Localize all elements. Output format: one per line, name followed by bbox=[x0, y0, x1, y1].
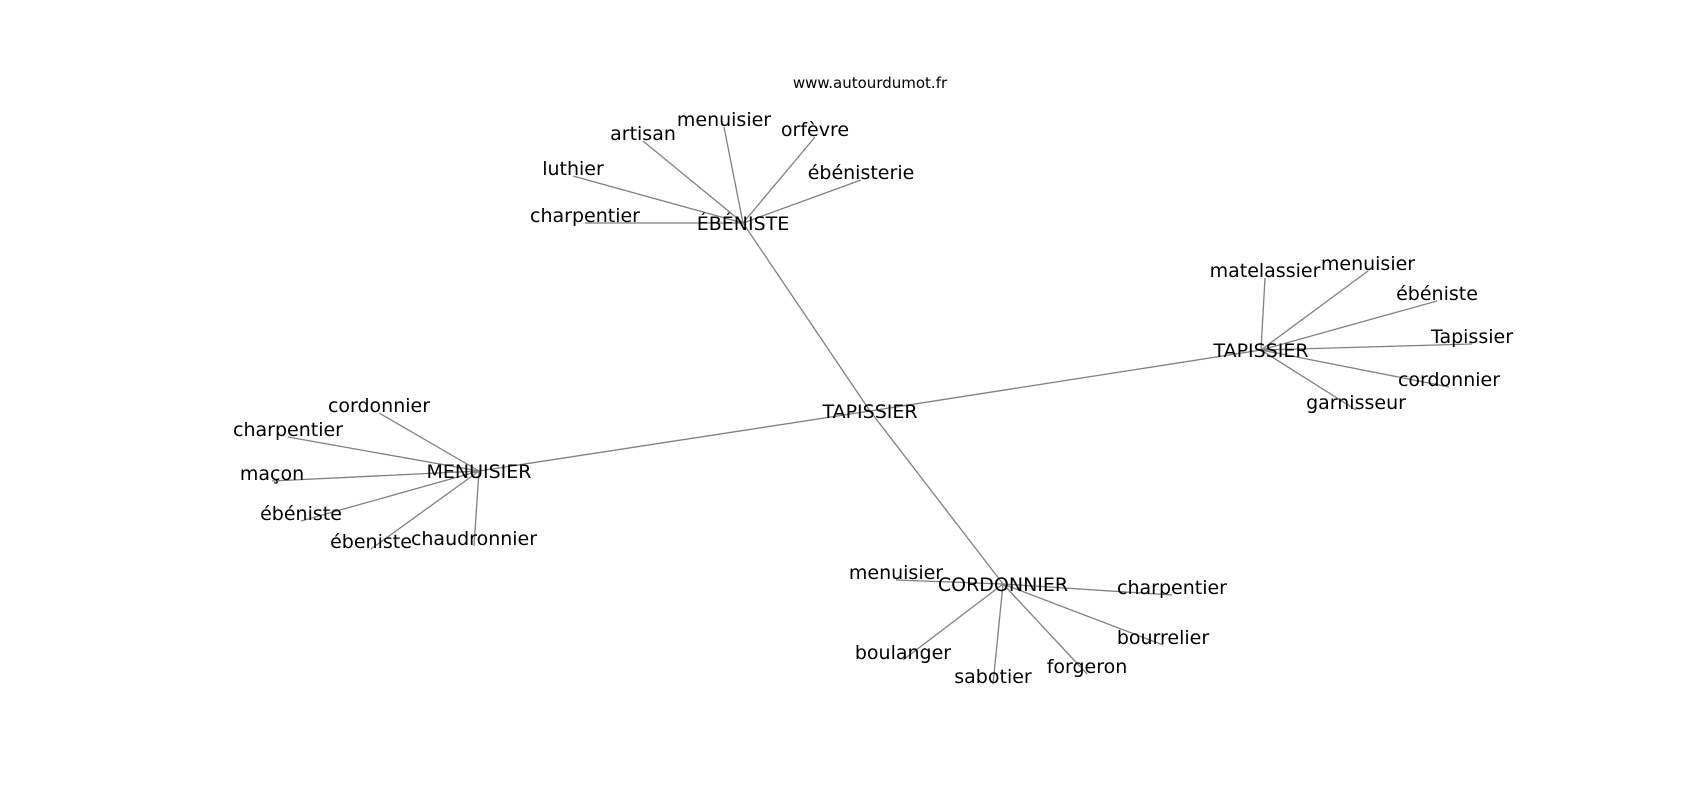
edge-menuisier-2 bbox=[271, 470, 480, 482]
leaf-ebeniste-3[interactable]: menuisier bbox=[677, 109, 771, 131]
leaf-cordonnier-2[interactable]: bourrelier bbox=[1117, 627, 1210, 649]
leaf-ebeniste-4[interactable]: orfèvre bbox=[781, 119, 849, 141]
leaf-tapissier-0[interactable]: matelassier bbox=[1210, 260, 1321, 282]
edge-center-tapissier bbox=[869, 349, 1262, 412]
leaf-menuisier-0[interactable]: cordonnier bbox=[328, 395, 430, 417]
leaf-ebeniste-0[interactable]: charpentier bbox=[530, 205, 640, 227]
node-center: TAPISSIER bbox=[821, 401, 917, 423]
leaf-cordonnier-1[interactable]: charpentier bbox=[1117, 577, 1227, 599]
leaf-cordonnier-0[interactable]: menuisier bbox=[849, 562, 943, 584]
site-label[interactable]: www.autourdumot.fr bbox=[793, 74, 948, 92]
edge-cordonnier-2 bbox=[1002, 583, 1164, 646]
edge-center-menuisier bbox=[478, 410, 871, 472]
leaf-menuisier-2[interactable]: maçon bbox=[240, 463, 304, 485]
leaf-menuisier-5[interactable]: chaudronnier bbox=[411, 528, 537, 550]
node-ebeniste[interactable]: ÉBÉNISTE bbox=[697, 212, 790, 235]
edge-tapissier-5 bbox=[1260, 349, 1357, 411]
edge-cordonnier-3 bbox=[1002, 583, 1088, 675]
edge-menuisier-0 bbox=[378, 412, 480, 472]
leaf-cordonnier-3[interactable]: forgeron bbox=[1047, 656, 1128, 678]
node-menuisier[interactable]: MENUISIER bbox=[427, 461, 532, 483]
edge-cordonnier-4 bbox=[992, 583, 1004, 685]
node-cordonnier[interactable]: CORDONNIER bbox=[938, 574, 1068, 596]
leaf-ebeniste-1[interactable]: luthier bbox=[542, 158, 604, 180]
edges bbox=[271, 126, 1473, 685]
edge-menuisier-1 bbox=[287, 436, 480, 472]
leaf-cordonnier-4[interactable]: sabotier bbox=[954, 666, 1032, 688]
edge-ebeniste-4 bbox=[742, 136, 816, 224]
edge-tapissier-0 bbox=[1260, 277, 1266, 351]
edge-tapissier-4 bbox=[1260, 349, 1450, 388]
edge-ebeniste-5 bbox=[742, 179, 862, 224]
leaf-menuisier-1[interactable]: charpentier bbox=[233, 419, 343, 441]
edge-menuisier-3 bbox=[300, 470, 480, 522]
edge-tapissier-3 bbox=[1260, 343, 1473, 351]
leaf-tapissier-2[interactable]: ébéniste bbox=[1396, 283, 1478, 305]
edge-tapissier-2 bbox=[1260, 300, 1438, 351]
edge-menuisier-4 bbox=[370, 470, 480, 550]
edge-cordonnier-5 bbox=[902, 583, 1004, 661]
edge-center-cordonnier bbox=[869, 410, 1004, 585]
leaf-menuisier-4[interactable]: ébeniste bbox=[330, 531, 412, 553]
leaf-tapissier-5[interactable]: garnisseur bbox=[1306, 392, 1406, 414]
edge-ebeniste-3 bbox=[723, 126, 744, 224]
leaf-ebeniste-5[interactable]: ébénisterie bbox=[808, 162, 915, 184]
leaf-menuisier-3[interactable]: ébéniste bbox=[260, 503, 342, 525]
leaf-ebeniste-2[interactable]: artisan bbox=[610, 123, 676, 145]
edge-ebeniste-1 bbox=[572, 175, 744, 224]
leaf-cordonnier-5[interactable]: boulanger bbox=[855, 642, 951, 664]
edge-cordonnier-0 bbox=[895, 579, 1004, 585]
labels: www.autourdumot.fr TAPISSIER charpentier… bbox=[233, 74, 1513, 688]
leaf-tapissier-1[interactable]: menuisier bbox=[1321, 253, 1415, 275]
leaf-tapissier-4[interactable]: cordonnier bbox=[1398, 369, 1500, 391]
edge-ebeniste-2 bbox=[642, 140, 744, 224]
edge-menuisier-5 bbox=[473, 470, 480, 547]
node-tapissier[interactable]: TAPISSIER bbox=[1212, 340, 1308, 362]
leaf-tapissier-3[interactable]: Tapissier bbox=[1430, 326, 1513, 348]
edge-cordonnier-1 bbox=[1002, 583, 1173, 596]
edge-tapissier-1 bbox=[1260, 270, 1369, 351]
edge-center-ebeniste bbox=[742, 222, 871, 412]
